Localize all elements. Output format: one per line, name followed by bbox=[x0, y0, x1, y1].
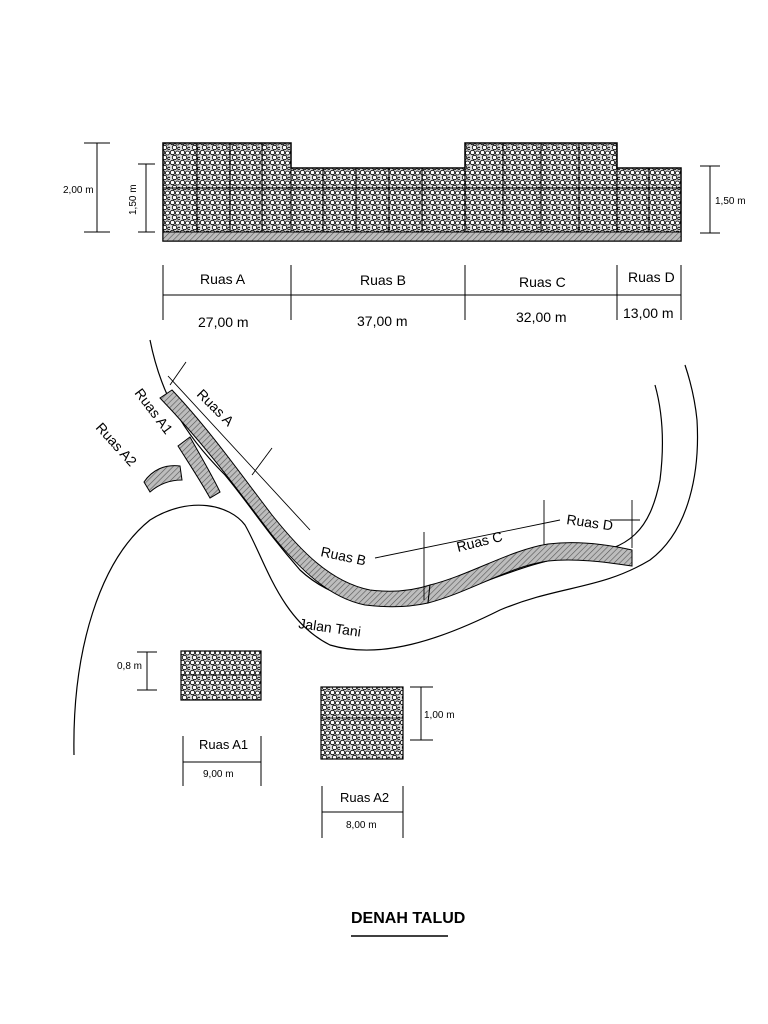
plan-label-road: Jalan Tani bbox=[298, 615, 362, 640]
drawing-title: DENAH TALUD bbox=[351, 910, 465, 927]
plan-label-ruas-b: Ruas B bbox=[319, 543, 367, 568]
detail-a1-length-dimension bbox=[182, 736, 262, 786]
plan-leader-lines bbox=[167, 361, 640, 600]
detail-a1-block bbox=[180, 650, 262, 701]
talud-strip-a-b bbox=[159, 389, 431, 608]
height-label-right: 1,50 m bbox=[715, 196, 746, 207]
segment-name-d: Ruas D bbox=[628, 269, 675, 285]
detail-a1-height: 0,8 m bbox=[117, 661, 142, 672]
height-dimension-right bbox=[700, 165, 720, 234]
segment-length-d: 13,00 m bbox=[623, 305, 674, 321]
detail-a2-length: 8,00 m bbox=[346, 820, 377, 831]
talud-strip-a1 bbox=[177, 436, 221, 499]
detail-a1-height-dimension bbox=[137, 651, 157, 691]
detail-a1-name: Ruas A1 bbox=[199, 737, 248, 752]
segment-length-c: 32,00 m bbox=[516, 309, 567, 325]
segment-name-b: Ruas B bbox=[360, 272, 406, 288]
plan-label-ruas-d: Ruas D bbox=[566, 511, 614, 533]
detail-a2-height: 1,00 m bbox=[424, 710, 455, 721]
road-edge-lower bbox=[73, 364, 699, 756]
height-dimension-left bbox=[84, 142, 155, 233]
elevation-view: 2,00 m 1,50 m 1,50 m Ruas A Ruas B Ruas … bbox=[63, 142, 746, 330]
segment-length-b: 37,00 m bbox=[357, 313, 408, 329]
plan-label-ruas-c: Ruas C bbox=[455, 528, 504, 555]
detail-a2-name: Ruas A2 bbox=[340, 790, 389, 805]
block-divisions bbox=[196, 143, 650, 232]
segment-name-a: Ruas A bbox=[200, 271, 246, 287]
plan-label-ruas-a2: Ruas A2 bbox=[93, 419, 140, 469]
detail-a1: 0,8 m Ruas A1 9,00 m bbox=[117, 650, 262, 786]
height-label-inner: 1,50 m bbox=[128, 184, 139, 215]
height-label-left: 2,00 m bbox=[63, 185, 94, 196]
detail-a2-height-dimension bbox=[410, 686, 433, 741]
detail-a2-block bbox=[320, 686, 404, 760]
detail-a1-length: 9,00 m bbox=[203, 769, 234, 780]
segment-name-c: Ruas C bbox=[519, 274, 566, 290]
talud-strip-c-d bbox=[427, 542, 633, 604]
segment-dimension-lines bbox=[162, 265, 682, 320]
detail-a2: 1,00 m Ruas A2 8,00 m bbox=[320, 686, 455, 838]
elevation-base bbox=[162, 231, 682, 242]
detail-a2-length-dimension bbox=[321, 786, 404, 838]
talud-strip-a2 bbox=[143, 465, 183, 493]
segment-length-a: 27,00 m bbox=[198, 314, 249, 330]
